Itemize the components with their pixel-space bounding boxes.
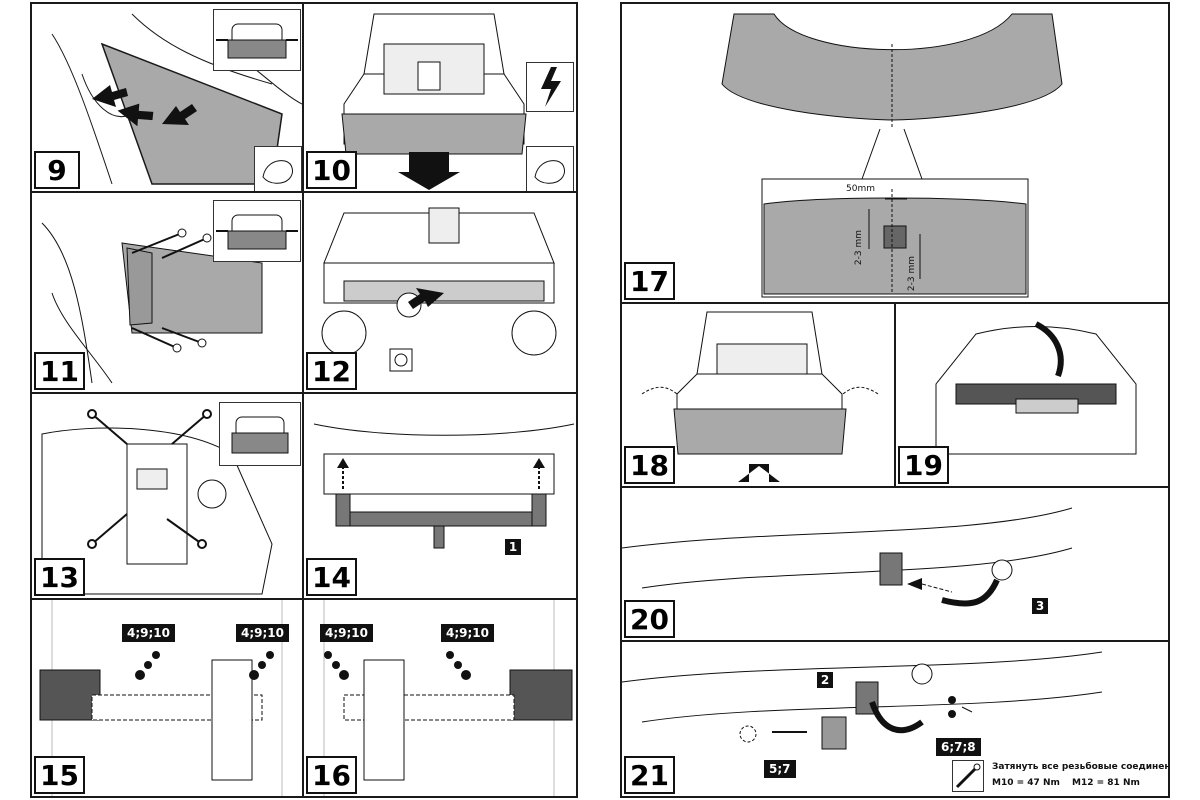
bolt-set-label: 4;9;10	[122, 624, 175, 642]
step-number: 11	[34, 352, 85, 390]
panel-step-11: 11	[30, 191, 304, 394]
step-number: 19	[898, 446, 949, 484]
car-rear-open-trunk	[341, 13, 527, 190]
panel-step-19: 19	[894, 302, 1170, 488]
panel-step-14: 1 14	[302, 392, 578, 600]
step-number: 9	[34, 151, 80, 189]
step-number: 15	[34, 756, 85, 794]
arrow-icon	[738, 464, 780, 482]
panel-step-9: 9	[30, 2, 304, 193]
bolt-set-label: 4;9;10	[441, 624, 494, 642]
part-number-label: 3	[1032, 598, 1048, 614]
step-number: 21	[624, 756, 675, 794]
receiver	[879, 552, 903, 586]
panel-step-16: 4;9;10 4;9;10 16	[302, 598, 578, 798]
pull-arrows	[92, 85, 197, 127]
part-number-label: 1	[505, 539, 521, 555]
frame-bolt-removal	[41, 409, 273, 595]
dimension-label: 50mm	[846, 184, 875, 194]
torque-wrench-icon	[952, 760, 984, 792]
step-number: 16	[306, 756, 357, 794]
hand-icon	[254, 146, 302, 191]
torque-m10: M10 = 47 Nm	[992, 778, 1060, 788]
crossbar	[335, 511, 547, 527]
panel-step-17: 50mm 2-3 mm 2-3 mm 17	[620, 2, 1170, 304]
dimension-label: 2-3 mm	[907, 256, 917, 292]
car-rear-thumbnail	[213, 200, 301, 262]
car-rear-thumbnail	[213, 9, 301, 71]
step-number: 12	[306, 352, 357, 390]
arrow-icon	[907, 578, 922, 590]
bolt-icon	[131, 228, 212, 353]
panel-step-20: 3 20	[620, 486, 1170, 642]
car-rear-badge	[935, 321, 1137, 455]
car-rear-thumbnail	[219, 402, 301, 466]
left-mount-bolting	[39, 600, 283, 796]
part-number-label: 6;7;8	[936, 738, 981, 756]
cutout-area	[883, 225, 907, 249]
lightning-icon	[526, 62, 574, 112]
torque-m12: M12 = 81 Nm	[1072, 778, 1140, 788]
dimension-label: 2-3 mm	[854, 230, 864, 266]
step-number: 14	[306, 558, 357, 596]
mounting-bracket	[509, 669, 573, 721]
panel-step-13: 13	[30, 392, 304, 600]
panel-step-10: 10	[302, 2, 578, 193]
step-number: 20	[624, 600, 675, 638]
side-bracket-removal	[41, 222, 263, 384]
arrow-icon	[408, 288, 444, 309]
step-number: 10	[306, 151, 357, 189]
hand-icon	[526, 146, 574, 191]
bumper-reinstall	[641, 311, 879, 482]
towball-insertion	[622, 507, 1073, 607]
panel-step-15: 4;9;10 4;9;10 15	[30, 598, 304, 798]
step-number: 13	[34, 558, 85, 596]
panel-step-12: 12	[302, 191, 578, 394]
rear-beam-removal	[321, 207, 557, 356]
towbar-beam-installation	[313, 423, 575, 549]
panel-step-18: 18	[620, 302, 896, 488]
mounting-bracket	[39, 669, 101, 721]
step-number: 17	[624, 262, 675, 300]
bolt-set-label: 4;9;10	[236, 624, 289, 642]
bolt-icon	[87, 409, 212, 549]
recycle-icon	[386, 345, 416, 375]
part-number-label: 2	[817, 672, 833, 688]
arrow-icon	[398, 152, 460, 190]
panel-step-21: 2 5;7 6;7;8 Затянуть все резьбовые соеди…	[620, 640, 1170, 798]
towball-assembly	[622, 651, 1103, 750]
part-number-label: 5;7	[764, 760, 796, 778]
torque-title: Затянуть все резьбовые соединения	[992, 762, 1170, 772]
step-number: 18	[624, 446, 675, 484]
bolt-set-label: 4;9;10	[320, 624, 373, 642]
bumper-cutout-diagram	[721, 13, 1063, 298]
